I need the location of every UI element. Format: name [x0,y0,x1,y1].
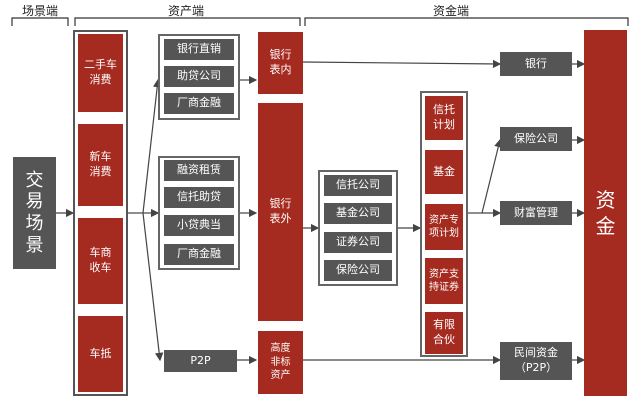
asset-microloan-pawn: 小贷典当 [164,215,234,236]
asset-bank-direct: 银行直销 [164,39,234,60]
funds-box: 资 金 [584,30,627,396]
consumption-dealer-purchase: 车商 收车 [78,218,123,304]
fund-bracket [304,17,629,26]
section-fund-label: 资金端 [433,4,470,18]
institution-securities: 证券公司 [324,232,392,253]
product-fund: 基金 [425,150,463,194]
section-asset-label: 资产端 [168,4,205,18]
asset-loan-assist: 助贷公司 [164,66,234,87]
asset-trust-loan-assist: 信托助贷 [164,187,234,208]
institution-trust: 信托公司 [324,175,392,196]
channel-bank-external: 银行 表外 [258,103,303,321]
consumption-used-car: 二手车 消费 [78,34,123,112]
asset-bracket [74,17,301,26]
scene-bracket [11,17,69,26]
institution-insurance: 保险公司 [324,260,392,281]
product-trust-plan: 信托 计划 [425,96,463,140]
asset-oem-finance-1: 厂商金融 [164,93,234,114]
product-abs: 资产支 持证券 [425,258,463,304]
asset-finance-lease: 融资租赁 [164,160,234,181]
product-asset-special-plan: 资产专 项计划 [425,204,463,250]
channel-bank-internal: 银行 表内 [258,32,303,94]
channel-nonstandard-assets: 高度 非标 资产 [258,331,303,394]
institution-fund: 基金公司 [324,203,392,224]
consumption-new-car: 新车 消费 [78,124,123,206]
fund-source-wealth-management: 财富管理 [500,201,572,225]
fund-source-private-p2p: 民间资金 （P2P） [500,342,572,380]
asset-p2p: P2P [164,350,237,372]
section-scene-label: 场景端 [22,4,59,18]
fund-source-bank: 银行 [500,52,572,76]
fund-source-insurance: 保险公司 [500,127,572,151]
consumption-car-mortgage: 车抵 [78,316,123,392]
asset-oem-finance-2: 厂商金融 [164,244,234,265]
product-limited-partnership: 有限 合伙 [425,312,463,354]
transaction-scene-box: 交 易 场 景 [13,157,56,269]
